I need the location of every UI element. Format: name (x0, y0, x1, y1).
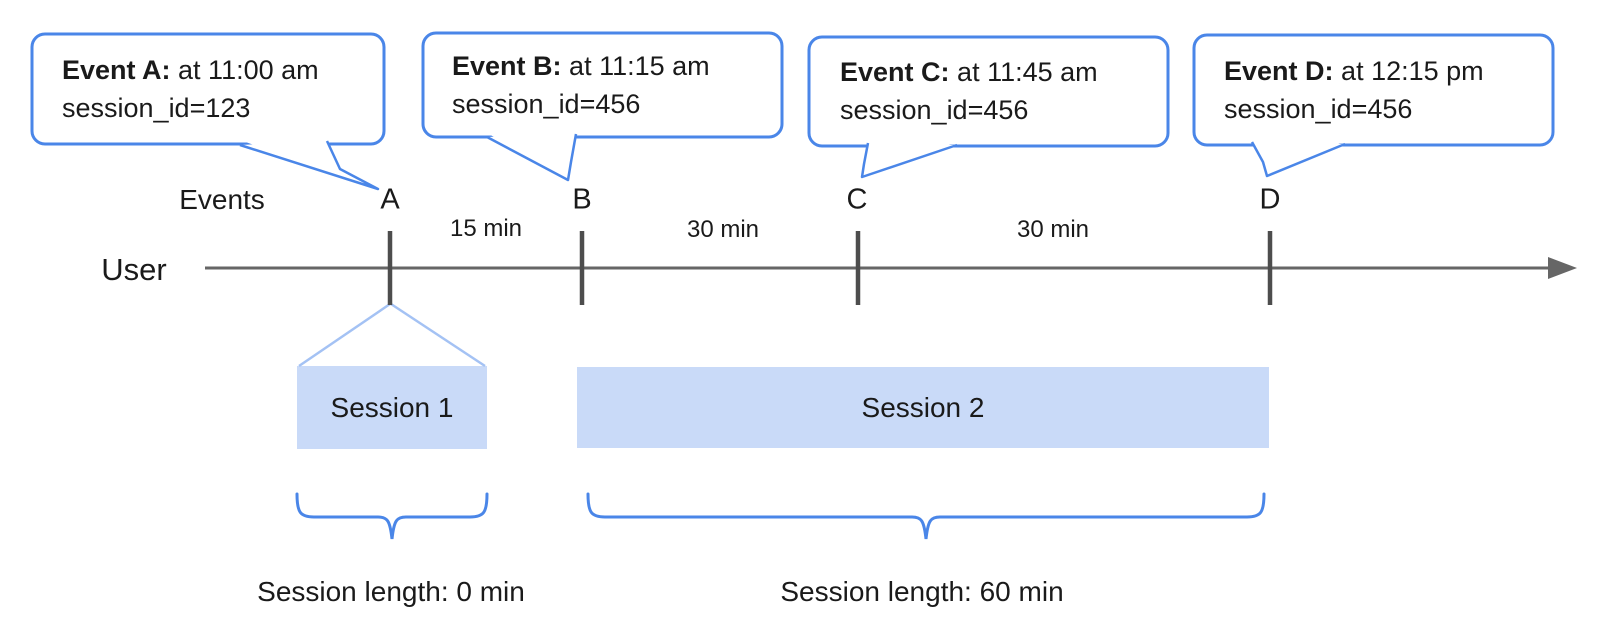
callout-bubble-d (1192, 33, 1555, 147)
session-2-label: Session 2 (861, 392, 985, 423)
event-marker-b: B (572, 183, 592, 216)
callout-b-line1: Event B: at 11:15 am (452, 47, 710, 85)
callout-tail-b (486, 133, 578, 182)
callout-c-line1: Event C: at 11:45 am (840, 53, 1098, 91)
interval-c-d: 30 min (1016, 216, 1090, 243)
event-marker-c: C (846, 183, 868, 216)
callout-c-time: at 11:45 am (957, 57, 1098, 87)
session-2-length-label: Session length: 60 min (780, 576, 1064, 607)
session-1-brace (295, 492, 489, 540)
callout-c-event: Event C: (840, 57, 950, 87)
callout-d-line1: Event D: at 12:15 pm (1224, 52, 1484, 90)
callout-tail-d (1250, 141, 1346, 178)
callout-c-session: session_id=456 (840, 95, 1029, 125)
callout-a-event: Event A: (62, 55, 171, 85)
arrowhead-icon (1548, 257, 1577, 279)
funnel-left-line (298, 302, 391, 368)
callout-tail-c (860, 142, 958, 179)
callout-c: Event C: at 11:45 am session_id=456 (840, 53, 1098, 129)
callout-b-session: session_id=456 (452, 89, 641, 119)
callout-bubble-c (807, 35, 1170, 148)
session-1-bar (297, 366, 487, 449)
callout-d-event: Event D: (1224, 56, 1334, 86)
callout-d-time: at 12:15 pm (1341, 56, 1484, 86)
callout-bubble-b (421, 31, 784, 139)
session-1-length-label: Session length: 0 min (257, 576, 525, 607)
callout-d-session: session_id=456 (1224, 94, 1413, 124)
callout-a-time: at 11:00 am (178, 55, 319, 85)
event-marker-d: D (1259, 183, 1281, 216)
funnel-right-line (390, 302, 486, 368)
session-2-brace (586, 492, 1266, 540)
interval-a-b: 15 min (449, 215, 523, 242)
callout-tail-a (239, 140, 380, 191)
callout-a: Event A: at 11:00 am session_id=123 (62, 51, 319, 127)
callout-a-line1: Event A: at 11:00 am (62, 51, 319, 89)
callout-a-session: session_id=123 (62, 93, 251, 123)
session-1-label: Session 1 (330, 392, 454, 423)
callout-b-event: Event B: (452, 51, 562, 81)
callout-b: Event B: at 11:15 am session_id=456 (452, 47, 710, 123)
session-2-bar (577, 367, 1269, 448)
interval-b-c: 30 min (686, 216, 760, 243)
events-row-label: Events (179, 184, 265, 215)
callout-d: Event D: at 12:15 pm session_id=456 (1224, 52, 1484, 128)
callout-b-time: at 11:15 am (569, 51, 710, 81)
event-marker-a: A (380, 183, 400, 216)
callout-bubble-a (30, 32, 386, 146)
user-row-label: User (101, 252, 167, 287)
